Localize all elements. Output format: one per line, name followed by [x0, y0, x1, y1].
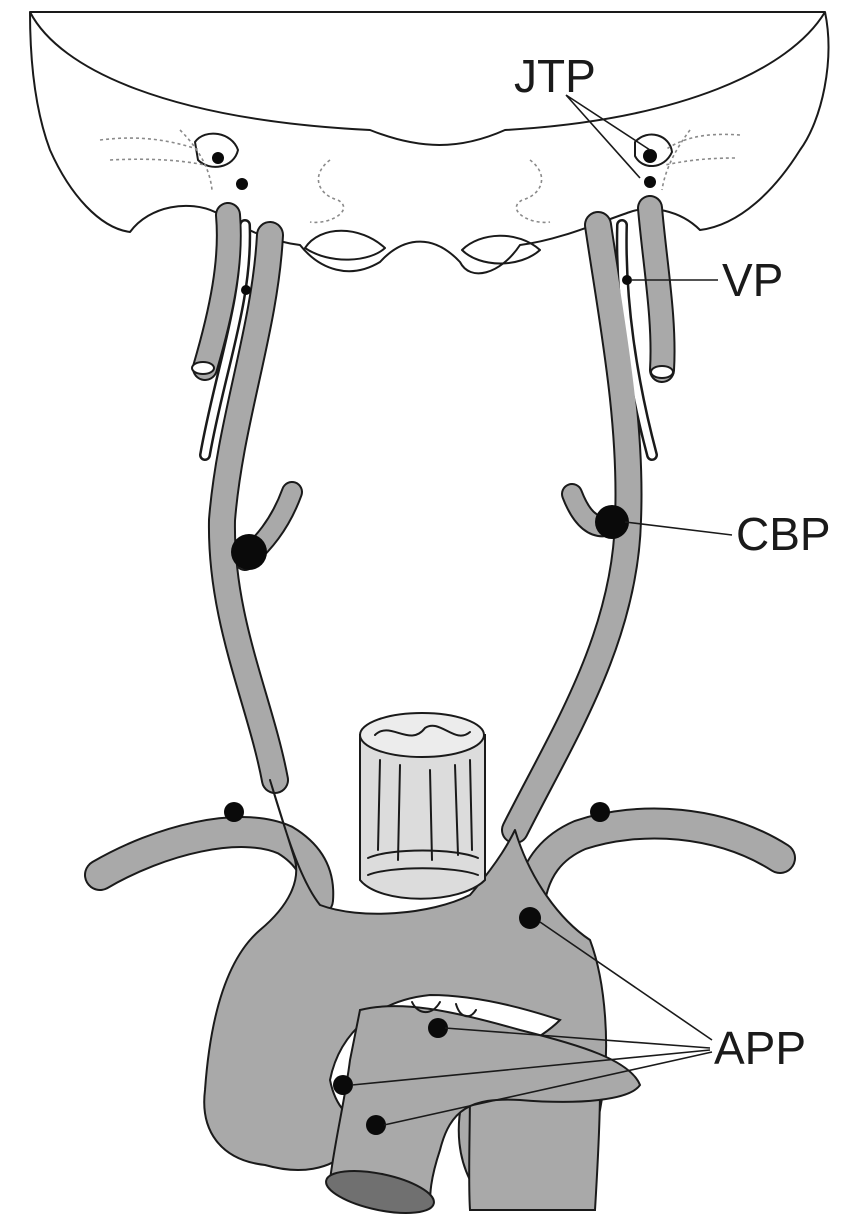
node-subclavian-right — [590, 802, 610, 822]
foramen-right — [462, 236, 540, 264]
label-vp: VP — [722, 254, 783, 306]
foramen-left — [305, 231, 385, 260]
label-cbp: CBP — [736, 508, 831, 560]
label-app: APP — [714, 1022, 806, 1074]
vessel-cut-right — [651, 366, 673, 378]
skull-base — [30, 12, 828, 273]
node-app-1 — [519, 907, 541, 929]
leader-jtp — [566, 95, 650, 178]
node-app-4 — [366, 1115, 386, 1135]
node-jtp-right-1 — [643, 149, 657, 163]
node-cbp-right — [595, 505, 629, 539]
node-jtp-left-2 — [236, 178, 248, 190]
dotted-lines-right — [662, 130, 740, 190]
dotted-lines-left — [100, 130, 212, 190]
trachea — [360, 713, 485, 899]
node-vp-left — [241, 285, 251, 295]
node-app-3 — [333, 1075, 353, 1095]
carotid-canal-right — [516, 160, 550, 222]
vessel-cut-left — [192, 362, 214, 374]
node-subclavian-left — [224, 802, 244, 822]
node-jtp-right-2 — [644, 176, 656, 188]
node-jtp-left-1 — [212, 152, 224, 164]
carotid-canal-left — [310, 160, 344, 222]
node-vp-right — [622, 275, 632, 285]
node-cbp-left — [231, 534, 267, 570]
label-jtp: JTP — [514, 50, 596, 102]
skull-base-outline — [30, 12, 828, 273]
